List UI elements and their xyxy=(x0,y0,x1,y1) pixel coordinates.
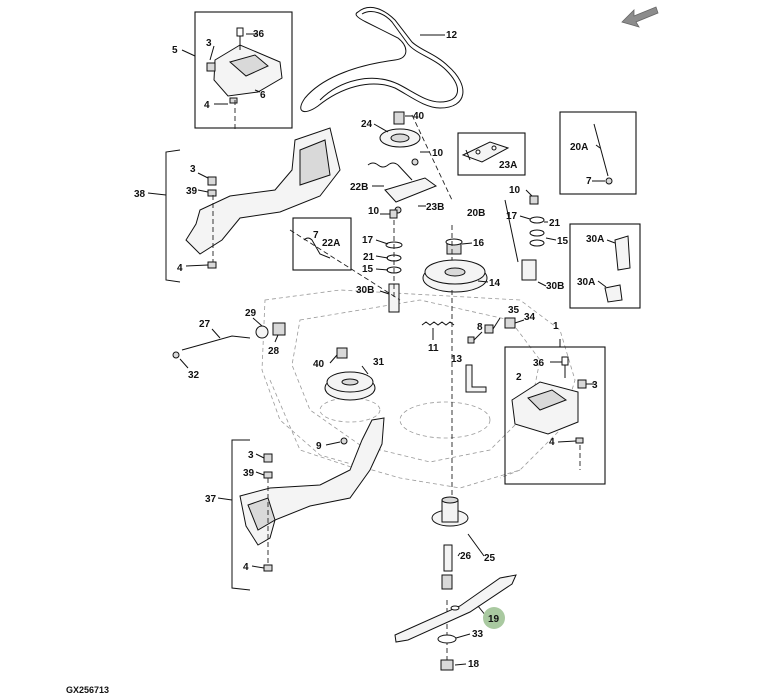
group-box-20a xyxy=(559,111,637,195)
label-21[interactable]: 21 xyxy=(363,252,375,263)
label-35[interactable]: 35 xyxy=(508,305,520,316)
label-7[interactable]: 7 xyxy=(586,176,592,187)
label-9[interactable]: 9 xyxy=(316,441,322,452)
lift-lever xyxy=(172,322,286,359)
group-box-30a xyxy=(569,223,641,309)
label-28[interactable]: 28 xyxy=(268,346,280,357)
label-20a[interactable]: 20A xyxy=(570,142,588,153)
label-33[interactable]: 33 xyxy=(472,629,484,640)
label-34[interactable]: 34 xyxy=(524,312,536,323)
front-arrow-icon xyxy=(621,6,659,28)
blade-nut xyxy=(440,659,454,671)
label-10[interactable]: 10 xyxy=(368,206,380,217)
blade-spindle xyxy=(431,496,469,590)
label-13[interactable]: 13 xyxy=(451,354,463,365)
label-7[interactable]: 7 xyxy=(313,230,319,241)
blade-washer xyxy=(437,634,457,644)
figure-code: GX256713 xyxy=(66,685,109,695)
mower-blade xyxy=(394,574,517,643)
label-15[interactable]: 15 xyxy=(557,236,569,247)
label-14[interactable]: 14 xyxy=(489,278,501,289)
idler-pulley-left xyxy=(324,347,376,401)
part-labels: 1 2 3 3 3 3 4 4 4 4 5 6 7 7 8 9 10 10 10… xyxy=(134,29,604,670)
label-18[interactable]: 18 xyxy=(468,659,480,670)
label-30a[interactable]: 30A xyxy=(577,277,595,288)
group-box-1 xyxy=(504,346,606,485)
label-10[interactable]: 10 xyxy=(432,148,444,159)
label-20b[interactable]: 20B xyxy=(467,208,485,219)
label-25[interactable]: 25 xyxy=(484,553,496,564)
label-11[interactable]: 11 xyxy=(428,343,439,354)
label-17[interactable]: 17 xyxy=(506,211,518,222)
label-37[interactable]: 37 xyxy=(205,494,217,505)
label-23a[interactable]: 23A xyxy=(499,160,517,171)
label-19[interactable]: 19 xyxy=(488,614,500,625)
label-24[interactable]: 24 xyxy=(361,119,373,130)
label-30b[interactable]: 30B xyxy=(546,281,564,292)
label-21[interactable]: 21 xyxy=(549,218,561,229)
discharge-chute-left xyxy=(239,417,385,546)
label-23b[interactable]: 23B xyxy=(426,202,444,213)
label-26[interactable]: 26 xyxy=(460,551,472,562)
label-22b[interactable]: 22B xyxy=(350,182,368,193)
label-31[interactable]: 31 xyxy=(373,357,385,368)
label-3[interactable]: 3 xyxy=(248,450,254,461)
group-box-5 xyxy=(194,11,293,129)
label-10[interactable]: 10 xyxy=(509,185,521,196)
label-2[interactable]: 2 xyxy=(516,372,522,383)
label-22a[interactable]: 22A xyxy=(322,238,340,249)
label-3[interactable]: 3 xyxy=(592,380,598,391)
label-3[interactable]: 3 xyxy=(190,164,196,175)
label-12[interactable]: 12 xyxy=(446,30,458,41)
belt-guard-left xyxy=(185,127,341,255)
label-5[interactable]: 5 xyxy=(172,45,178,56)
label-4[interactable]: 4 xyxy=(177,263,183,274)
label-15[interactable]: 15 xyxy=(362,264,374,275)
center-spindle-stack xyxy=(385,209,403,313)
label-40[interactable]: 40 xyxy=(413,111,425,122)
spindle-cover-left xyxy=(206,27,283,104)
label-32[interactable]: 32 xyxy=(188,370,200,381)
label-38[interactable]: 38 xyxy=(134,189,146,200)
group-box-23a xyxy=(457,132,526,176)
group-box-22a xyxy=(292,217,352,271)
label-39[interactable]: 39 xyxy=(243,468,255,479)
label-39[interactable]: 39 xyxy=(186,186,198,197)
idler-pulley-upper xyxy=(379,111,421,148)
label-30a[interactable]: 30A xyxy=(586,234,604,245)
label-27[interactable]: 27 xyxy=(199,319,211,330)
mower-deck xyxy=(261,289,576,489)
label-3[interactable]: 3 xyxy=(206,38,212,49)
label-4[interactable]: 4 xyxy=(204,100,210,111)
label-17[interactable]: 17 xyxy=(362,235,374,246)
label-36[interactable]: 36 xyxy=(253,29,265,40)
label-1[interactable]: 1 xyxy=(553,321,559,332)
label-4[interactable]: 4 xyxy=(243,562,249,573)
label-30b[interactable]: 30B xyxy=(356,285,374,296)
label-16[interactable]: 16 xyxy=(473,238,485,249)
idler-arm xyxy=(367,158,438,214)
highlight-callout-19[interactable] xyxy=(483,607,505,629)
drive-pulley xyxy=(422,238,488,293)
label-8[interactable]: 8 xyxy=(477,322,483,333)
label-6[interactable]: 6 xyxy=(260,90,266,101)
assembly-lines xyxy=(212,100,581,660)
label-40[interactable]: 40 xyxy=(313,359,325,370)
label-36[interactable]: 36 xyxy=(533,358,545,369)
label-29[interactable]: 29 xyxy=(245,308,257,319)
drive-belt xyxy=(300,7,464,113)
label-4[interactable]: 4 xyxy=(549,437,555,448)
spindle-cover-right xyxy=(511,356,587,444)
